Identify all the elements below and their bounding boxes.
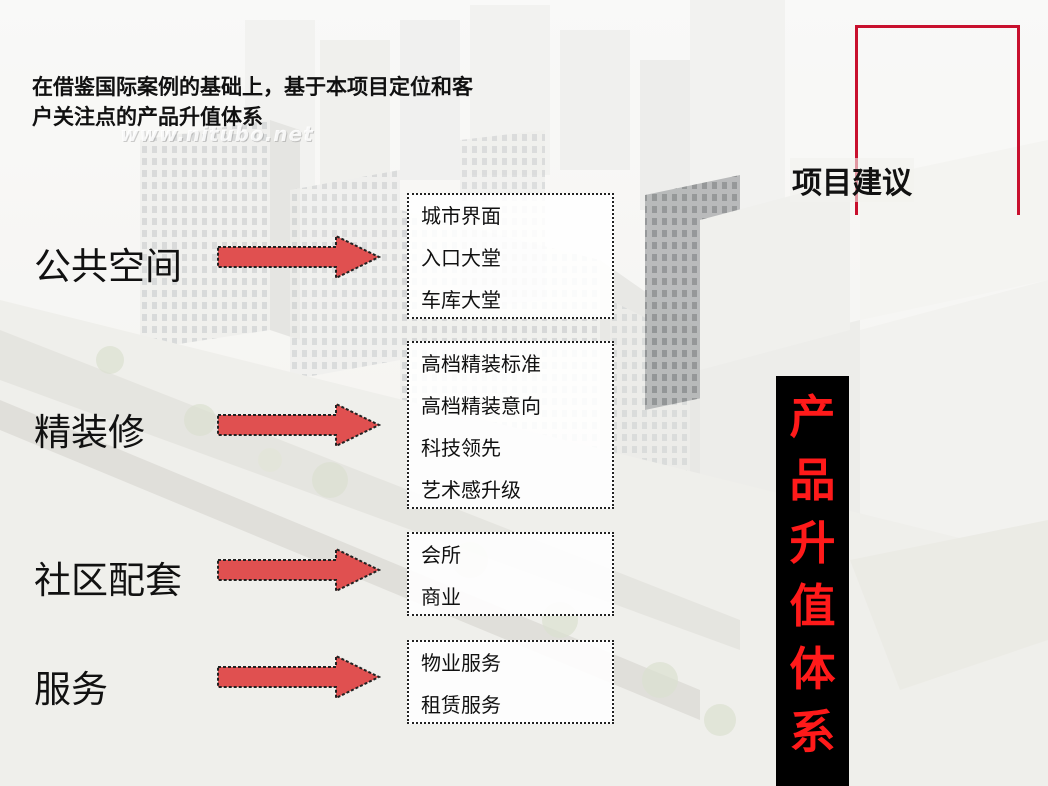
project-label: 项目建议 [790,158,914,202]
vertical-title-char: 品 [789,453,836,507]
vertical-title-panel: 产 品 升 值 体 系 [776,376,849,786]
red-frame-decoration [855,25,1020,215]
items-box-fine-decoration: 高档精装标准 高档精装意向 科技领先 艺术感升级 [407,341,614,509]
list-item: 会所 [421,543,461,567]
category-label-community-facilities: 社区配套 [34,559,182,602]
list-item: 艺术感升级 [421,478,521,502]
vertical-title-char: 值 [789,579,836,633]
list-item: 高档精装意向 [421,394,541,418]
list-item: 物业服务 [421,651,501,675]
arrow-right-icon [217,402,381,448]
vertical-title-char: 系 [789,705,836,759]
vertical-title-char: 升 [789,516,836,570]
arrow-right-icon [217,547,381,593]
heading-line-2: 户关注点的产品升值体系 [32,105,263,129]
list-item: 高档精装标准 [421,352,541,376]
list-item: 入口大堂 [421,246,501,270]
list-item: 城市界面 [421,204,501,228]
items-box-public-space: 城市界面 入口大堂 车库大堂 [407,193,614,319]
watermark: www.nitubo.net [120,122,314,146]
list-item: 科技领先 [421,436,501,460]
category-label-services: 服务 [34,668,108,711]
list-item: 商业 [421,585,461,609]
items-box-community-facilities: 会所 商业 [407,532,614,616]
list-item: 车库大堂 [421,288,501,312]
heading-line-1: 在借鉴国际案例的基础上，基于本项目定位和客 [32,75,473,99]
category-label-fine-decoration: 精装修 [34,411,145,454]
vertical-title-char: 体 [789,642,836,696]
items-box-services: 物业服务 租赁服务 [407,640,614,724]
arrow-right-icon [217,234,381,280]
vertical-title-char: 产 [789,390,836,444]
category-label-public-space: 公共空间 [34,245,182,288]
list-item: 租赁服务 [421,693,501,717]
arrow-right-icon [217,654,381,700]
slide-heading: 在借鉴国际案例的基础上，基于本项目定位和客 户关注点的产品升值体系 [32,72,612,132]
